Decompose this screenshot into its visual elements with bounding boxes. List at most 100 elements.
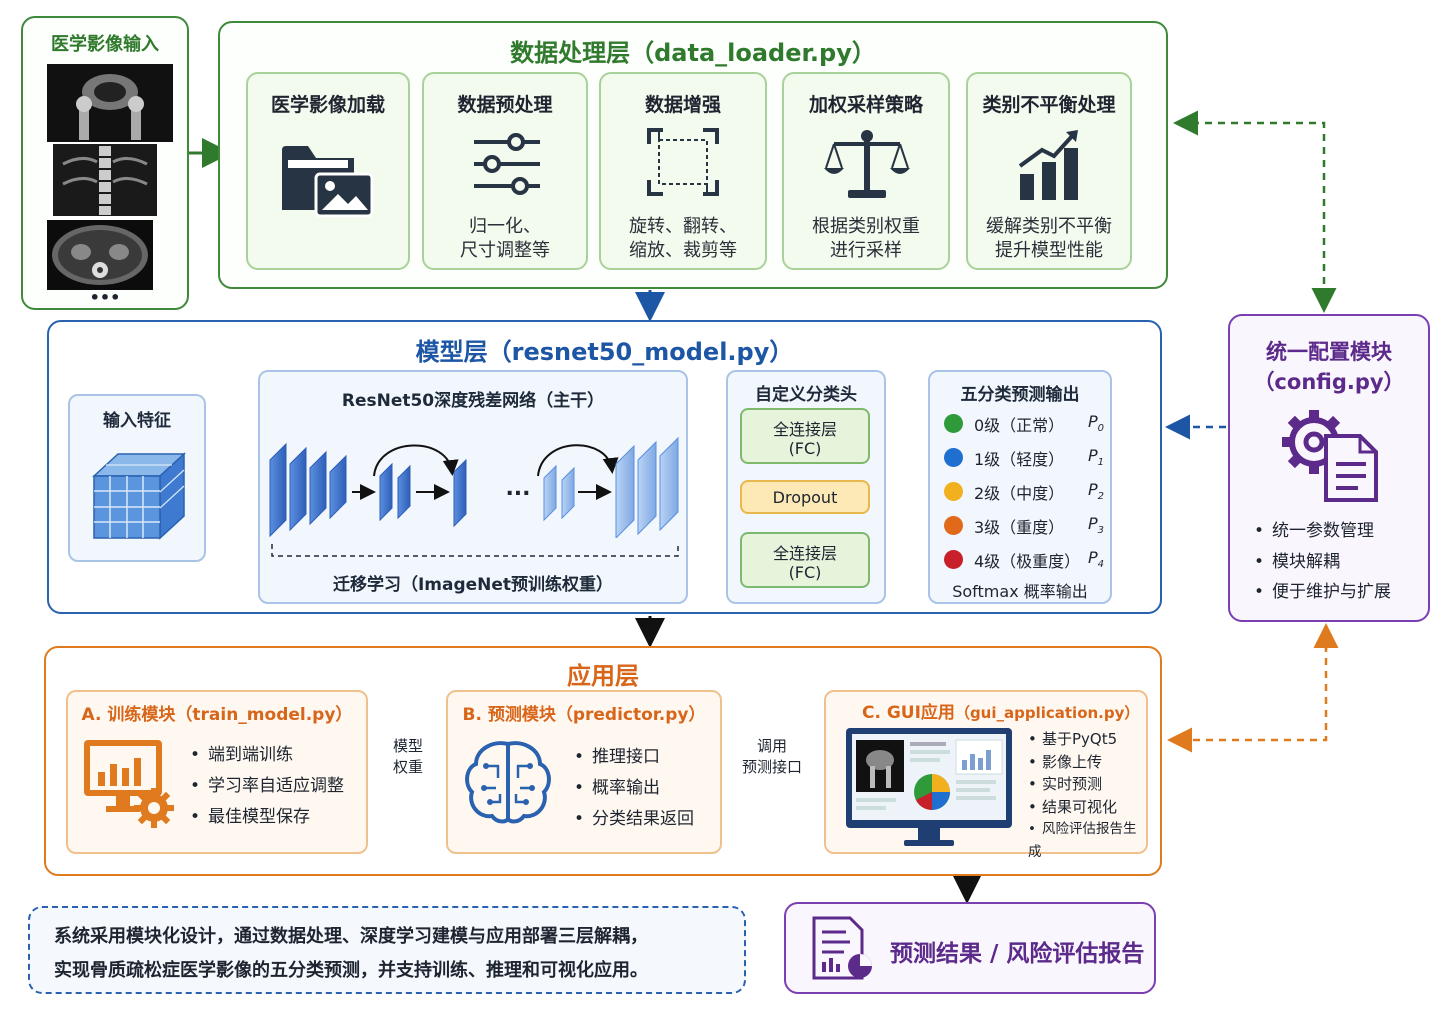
class-1-dot [944, 448, 963, 467]
list-item: •结果可视化 [1028, 797, 1118, 816]
card-desc-line1: 缓解类别不平衡 [986, 216, 1112, 237]
input-feature-box: 输入特征 [68, 394, 206, 562]
dropout-layer: Dropout [740, 480, 870, 514]
train-title: A. 训练模块（train_model.py） [81, 705, 353, 725]
class-3-label: 3级（重度） [974, 518, 1065, 537]
brain-circuit-icon [465, 741, 551, 824]
list-item: •端到端训练 [190, 745, 293, 765]
card-image-loading: 医学影像加载 [246, 72, 410, 270]
card-augmentation: 数据增强 旋转、翻转、 缩放、裁剪等 [599, 72, 767, 270]
list-item: •基于PyQt5 [1028, 730, 1118, 748]
dropout-label: Dropout [772, 488, 838, 507]
list-item: •统一参数管理 [1254, 521, 1374, 541]
fc2-label: 全连接层 [772, 544, 837, 563]
list-item: •最佳模型保存 [190, 807, 310, 827]
card-desc-line1: 旋转、翻转、 [629, 216, 737, 237]
residual-network-diagram [269, 436, 679, 538]
input-feature-title: 输入特征 [103, 411, 171, 431]
result-report-box: 预测结果 / 风险评估报告 [784, 902, 1156, 994]
report-document-icon [812, 916, 872, 980]
transfer-learning-label: 迁移学习（ImageNet预训练权重） [332, 575, 614, 595]
data-layer-title: 数据处理层（data_loader.py） [510, 39, 876, 67]
fc-layer-2: 全连接层 (FC) [740, 532, 870, 588]
card-title: 加权采样策略 [808, 94, 923, 116]
list-item: •实时预测 [1028, 775, 1103, 793]
class-4-label: 4级（极重度） [974, 552, 1081, 571]
config-gear-document-icon [1282, 410, 1378, 502]
feature-cube-icon [92, 452, 186, 540]
fc-layer-1: 全连接层 (FC) [740, 408, 870, 464]
backbone-ellipsis: ... [505, 476, 531, 501]
folder-image-icon [282, 146, 374, 218]
fc2-sub: (FC) [788, 563, 822, 582]
fc1-label: 全连接层 [772, 420, 837, 439]
predict-module-card: B. 预测模块（predictor.py） •推理接口 •概率输出 •分类结果返… [446, 690, 722, 854]
class-2-label: 2级（中度） [974, 484, 1065, 503]
train-features: •端到端训练 •学习率自适应调整 •最佳模型保存 [190, 740, 344, 833]
input-title: 医学影像输入 [51, 34, 159, 55]
config-file: （config.py） [1253, 370, 1405, 394]
config-features: •统一参数管理 •模块解耦 •便于维护与扩展 [1254, 516, 1391, 608]
prediction-output-box: 五分类预测输出 0级（正常） P0 1级（轻度） P1 2级（中度） P2 3级… [928, 370, 1112, 604]
xray-hip-image [47, 64, 173, 142]
result-title: 预测结果 / 风险评估报告 [890, 941, 1145, 967]
resnet50-backbone-box: ResNet50深度残差网络（主干） ... 迁移学习（ImageNet预训练权… [258, 370, 688, 604]
list-item: •分类结果返回 [574, 809, 694, 829]
card-title: 类别不平衡处理 [982, 94, 1116, 116]
balance-scale-icon [824, 130, 910, 198]
config-to-data-connector [1173, 110, 1326, 310]
card-desc-line1: 归一化、 [469, 216, 541, 237]
class-0-dot [944, 414, 963, 433]
sliders-icon [474, 133, 540, 195]
class-2-dot [944, 482, 963, 501]
gui-module-card: C. GUI应用（gui_application.py） •基于PyQt5 •影… [824, 690, 1148, 860]
output-title: 五分类预测输出 [960, 385, 1080, 405]
class-1-prob: P1 [1088, 446, 1105, 469]
gui-monitor-icon [846, 728, 1012, 846]
card-desc-line2: 缩放、裁剪等 [629, 240, 737, 261]
class-1-label: 1级（轻度） [974, 450, 1065, 469]
list-item: •便于维护与扩展 [1254, 582, 1391, 602]
list-item: •影像上传 [1028, 752, 1103, 771]
app-layer-title: 应用层 [567, 662, 639, 690]
config-title: 统一配置模块 [1266, 340, 1392, 364]
medical-image-input-panel: 医学影像输入 ••• [21, 16, 189, 310]
model-layer-title: 模型层（resnet50_model.py） [415, 338, 794, 366]
card-title: 医学影像加载 [270, 94, 385, 116]
train-module-card: A. 训练模块（train_model.py） •端到端训练 •学习率自适应调整… [66, 690, 368, 854]
softmax-label: Softmax 概率输出 [952, 582, 1088, 601]
list-item: •学习率自适应调整 [190, 776, 344, 796]
card-title: 数据增强 [644, 94, 721, 116]
gui-title: C. GUI应用（gui_application.py） [862, 703, 1140, 723]
class-4-prob: P4 [1088, 548, 1105, 571]
training-monitor-gear-icon [84, 740, 174, 828]
card-desc-line2: 提升模型性能 [995, 240, 1103, 261]
fc1-sub: (FC) [788, 439, 822, 458]
transfer-learning-bracket [271, 544, 679, 557]
config-to-app-connector [1167, 632, 1328, 753]
list-item: •推理接口 [574, 747, 660, 767]
bar-chart-growth-icon [1018, 130, 1078, 200]
card-title: 数据预处理 [457, 94, 553, 116]
class-0-prob: P0 [1088, 412, 1105, 435]
card-class-imbalance: 类别不平衡处理 缓解类别不平衡 提升模型性能 [966, 72, 1132, 270]
config-module-panel: 统一配置模块 （config.py） •统一参数管理 •模块解耦 •便于维护与扩… [1228, 314, 1430, 622]
summary-line2: 实现骨质疏松症医学影像的五分类预测，并支持训练、推理和可视化应用。 [54, 960, 648, 981]
card-desc-line2: 尺寸调整等 [460, 240, 550, 261]
list-item: •模块解耦 [1254, 551, 1340, 572]
list-item: •概率输出 [574, 778, 660, 798]
model-weights-label: 模型 权重 [392, 737, 423, 776]
class-3-prob: P3 [1088, 514, 1105, 537]
card-weighted-sampling: 加权采样策略 根据类别权重 进行采样 [782, 72, 950, 270]
backbone-title: ResNet50深度残差网络（主干） [341, 391, 605, 411]
predict-title: B. 预测模块（predictor.py） [462, 705, 706, 725]
card-desc-line2: 进行采样 [830, 240, 902, 261]
xray-spine-image [53, 144, 157, 216]
predict-features: •推理接口 •概率输出 •分类结果返回 [574, 742, 694, 835]
call-predict-interface-label: 调用 预测接口 [741, 737, 802, 776]
crop-frame-icon [647, 128, 719, 196]
more-images-ellipsis: ••• [89, 288, 121, 307]
summary-box: 系统采用模块化设计，通过数据处理、深度学习建模与应用部署三层解耦， 实现骨质疏松… [28, 906, 746, 994]
card-preprocessing: 数据预处理 归一化、 尺寸调整等 [422, 72, 588, 270]
class-4-dot [944, 550, 963, 569]
